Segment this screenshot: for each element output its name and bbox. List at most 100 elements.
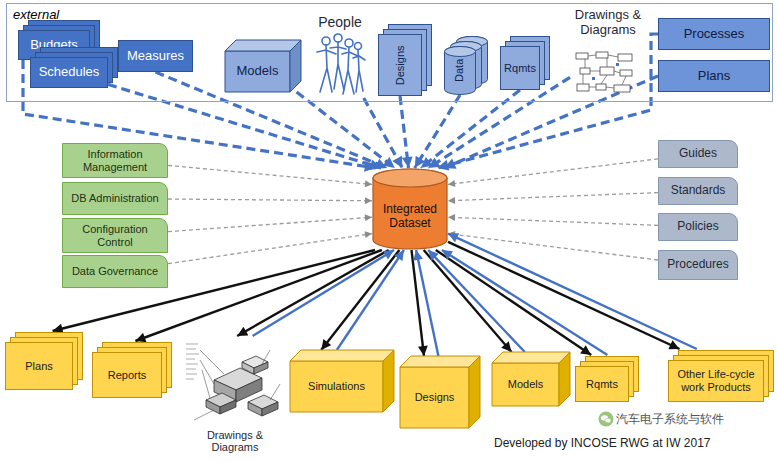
text-area: Models bbox=[225, 51, 290, 92]
drawing-group: Drawings & Diagrams bbox=[570, 8, 646, 98]
connector-arrow bbox=[444, 76, 658, 168]
node-text: People bbox=[318, 14, 362, 30]
green-tab-box: DB Administration bbox=[62, 182, 168, 215]
text-area: Information Management bbox=[63, 144, 167, 177]
text-area: Policies bbox=[659, 214, 737, 240]
stacked-box: Schedules bbox=[30, 57, 108, 88]
stacked-box: Plans bbox=[5, 342, 73, 390]
blue-box: Plans bbox=[658, 60, 770, 92]
text-area: Models bbox=[492, 363, 559, 406]
node-text: Processes bbox=[684, 27, 745, 42]
text-area: Guides bbox=[659, 141, 737, 167]
node-text: Standards bbox=[671, 184, 726, 198]
blue-box: Measures bbox=[118, 40, 193, 72]
external-region: externalBudgetsSchedules MeasuresModels Pe… bbox=[6, 3, 773, 102]
node-text: Models bbox=[237, 64, 279, 79]
node-text: Drawings & Diagrams bbox=[572, 8, 644, 38]
text-area: Designs bbox=[400, 367, 469, 428]
text-area: Integrated Dataset bbox=[372, 168, 448, 250]
grey-tab-box: Policies bbox=[658, 213, 738, 241]
node-text: Information Management bbox=[66, 148, 164, 173]
connector-arrow bbox=[168, 199, 372, 201]
text-area: Processes bbox=[659, 19, 769, 49]
connector-arrow bbox=[168, 165, 372, 184]
connector-arrow bbox=[337, 250, 404, 350]
people-group: People bbox=[312, 12, 368, 98]
node-text: Plans bbox=[25, 360, 53, 373]
drawing-illustration bbox=[184, 340, 288, 426]
drawing-illustration bbox=[574, 50, 636, 96]
stacked-box: Rqmts bbox=[575, 366, 629, 402]
connector-arrow bbox=[364, 98, 403, 168]
text-area: Plans bbox=[659, 61, 769, 91]
green-tab-box: Data Governance bbox=[62, 255, 168, 288]
node-text: Other Life-cycle work Products bbox=[672, 368, 760, 393]
connector-arrow bbox=[321, 250, 399, 350]
grey-tab-box: Guides bbox=[658, 140, 738, 168]
text-area: Plans bbox=[6, 343, 72, 389]
drawing-group: Drawings & Diagrams bbox=[180, 338, 290, 456]
node-text: Budgets bbox=[30, 38, 78, 53]
text-area: Procedures bbox=[659, 251, 737, 279]
text-area: Standards bbox=[659, 178, 737, 204]
node-text: Drawings & Diagrams bbox=[199, 429, 271, 454]
text-area: Simulations bbox=[290, 361, 383, 412]
cube-box: Models bbox=[492, 352, 570, 406]
green-tab-box: Configuration Control bbox=[62, 218, 168, 253]
stacked-box: Reports bbox=[92, 352, 162, 398]
node-text: Designs bbox=[394, 45, 407, 85]
connector-arrow bbox=[412, 250, 425, 356]
node-text: Simulations bbox=[308, 380, 365, 393]
grey-tab-box: Standards bbox=[658, 177, 738, 205]
watermark: 汽车电子系统与软件 bbox=[616, 412, 724, 426]
node-text: Rqmts bbox=[586, 378, 618, 391]
node-text: Plans bbox=[698, 69, 731, 84]
connector-arrow bbox=[428, 250, 525, 352]
data-cylinders: Data bbox=[444, 46, 476, 95]
text-area: Drawings & Diagrams bbox=[180, 338, 290, 456]
text-area: Data bbox=[444, 46, 476, 95]
connector-arrow bbox=[416, 250, 438, 356]
connector-arrow bbox=[448, 159, 658, 185]
text-area: People bbox=[312, 12, 368, 98]
document-stack: Rqmts bbox=[500, 46, 540, 90]
node-text: Data Governance bbox=[72, 265, 158, 278]
cube-box: Models bbox=[225, 40, 301, 92]
text-area: Rqmts bbox=[576, 367, 628, 401]
node-text: Procedures bbox=[667, 258, 728, 272]
node-text: external bbox=[13, 8, 59, 23]
node-text: Reports bbox=[108, 369, 147, 382]
text-area: Other Life-cycle work Products bbox=[669, 361, 763, 401]
connector-arrow bbox=[448, 193, 658, 201]
connector-arrow bbox=[415, 95, 460, 168]
document-stack: Designs bbox=[378, 34, 422, 96]
grey-tab-box: Procedures bbox=[658, 250, 738, 280]
cube-box: Designs bbox=[400, 356, 480, 428]
connector-arrow bbox=[253, 250, 394, 336]
text-area: Schedules bbox=[31, 58, 107, 87]
node-text: Designs bbox=[415, 391, 455, 404]
text-area: DB Administration bbox=[63, 183, 167, 214]
text-area: Rqmts bbox=[501, 47, 539, 89]
node-text: Integrated Dataset bbox=[375, 203, 445, 231]
text-area: Data Governance bbox=[63, 256, 167, 287]
node-text: Schedules bbox=[39, 65, 100, 80]
text-area: Measures bbox=[119, 41, 192, 71]
database-cylinder: Integrated Dataset bbox=[372, 168, 448, 250]
text-area: Configuration Control bbox=[63, 219, 167, 252]
connector-arrow bbox=[135, 250, 382, 341]
node-text: Measures bbox=[127, 49, 184, 64]
cube-box: Simulations bbox=[290, 350, 394, 412]
stacked-box: Budgets bbox=[18, 30, 90, 60]
text-area: Designs bbox=[379, 35, 421, 95]
connector-arrow bbox=[448, 217, 658, 225]
text-area: Reports bbox=[93, 353, 161, 397]
people-figures bbox=[316, 34, 366, 98]
connector-arrow bbox=[437, 34, 658, 168]
blue-box: Processes bbox=[658, 18, 770, 50]
node-text: Data bbox=[454, 59, 467, 82]
text-area: Budgets bbox=[19, 31, 89, 59]
connector-arrow bbox=[400, 96, 409, 168]
node-text: DB Administration bbox=[71, 192, 158, 205]
